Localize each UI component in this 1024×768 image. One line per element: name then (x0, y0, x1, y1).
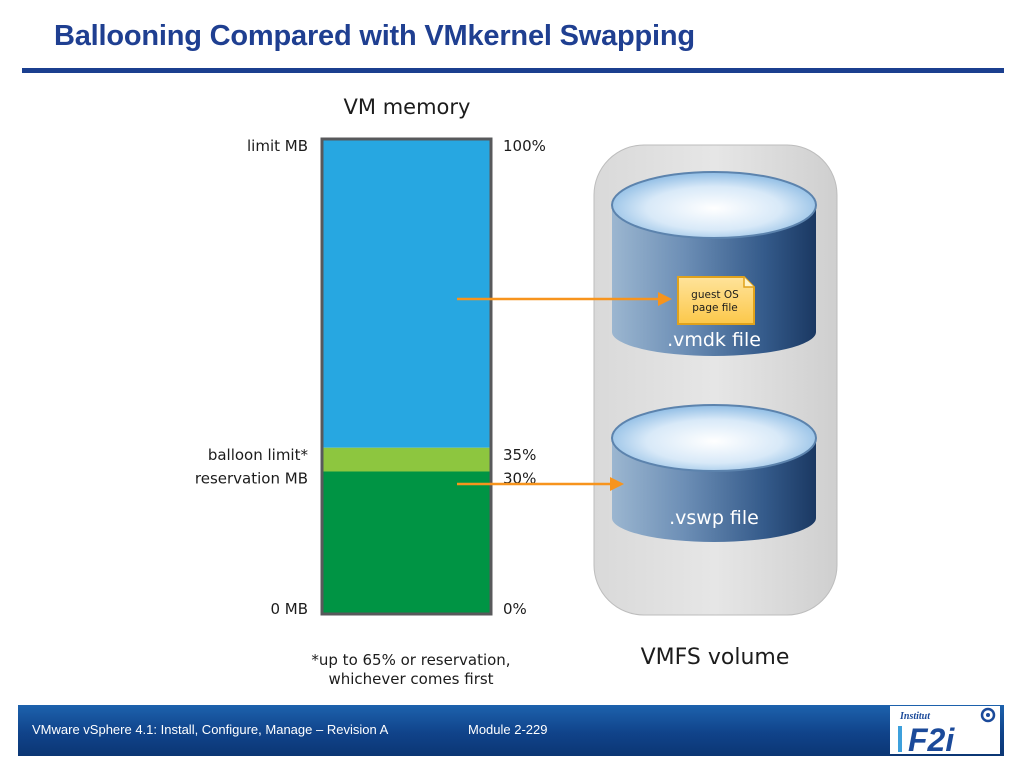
memory-segment-swappable (322, 139, 491, 448)
level-label: reservation MB (195, 470, 308, 488)
level-label: balloon limit* (208, 446, 309, 464)
vmdk-file-label: .vmdk file (667, 329, 761, 351)
logo-emblem-icon (980, 707, 996, 723)
percent-label: 0% (503, 600, 527, 618)
footnote-line-1: *up to 65% or reservation, (311, 651, 510, 669)
footer-bar: VMware vSphere 4.1: Install, Configure, … (18, 705, 1004, 758)
page-file-label-1: guest OS (691, 289, 739, 301)
vm-memory-heading: VM memory (344, 95, 471, 119)
arrow-to-page-file (457, 292, 672, 306)
level-label: 0 MB (270, 600, 308, 618)
footnote-line-2: whichever comes first (328, 670, 493, 688)
memory-diagram: VM memory limit MB 100% balloon limit* 35% r… (195, 95, 838, 688)
memory-segment-balloon (322, 447, 491, 472)
level-labels: limit MB 100% balloon limit* 35% reservation… (195, 137, 546, 618)
level-label: limit MB (247, 137, 308, 155)
footer-module-number: Module 2-229 (468, 722, 548, 737)
vmfs-volume-label: VMFS volume (641, 645, 790, 670)
slide-title: Ballooning Compared with VMkernel Swappi… (54, 20, 695, 52)
vswp-file-label: .vswp file (669, 507, 759, 529)
vswp-disk (611, 404, 817, 542)
institute-logo: Institut F2i (890, 706, 1000, 758)
page-file-icon (677, 276, 755, 325)
memory-bar (322, 139, 491, 614)
footer-course-title: VMware vSphere 4.1: Install, Configure, … (32, 722, 389, 737)
page-file-label-2: page file (692, 302, 738, 314)
logo-text-main: F2i (908, 722, 955, 754)
title-divider (22, 68, 1004, 73)
memory-segment-reserved (322, 471, 491, 614)
percent-label: 100% (503, 137, 546, 155)
arrow-to-vswp (457, 477, 624, 491)
logo-text-top: Institut (899, 711, 931, 722)
percent-label: 35% (503, 446, 536, 464)
memory-bar-outline (320, 137, 493, 616)
